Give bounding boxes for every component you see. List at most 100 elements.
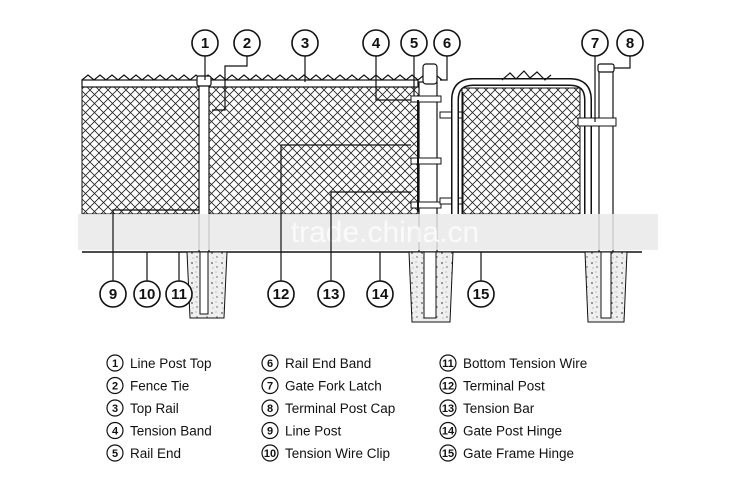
callout-number: 7 (591, 35, 599, 52)
legend-marker (261, 444, 279, 462)
callout-number: 1 (201, 35, 209, 52)
legend: 1 Line Post Top 2 Fence Tie 3 Top Rail 4 Tensio… (106, 354, 587, 462)
legend-item: 6 Rail End Band (261, 354, 371, 372)
legend-label: Fence Tie (130, 379, 189, 394)
legend-item: 9 Line Post (261, 421, 342, 440)
legend-number: 5 (112, 448, 118, 460)
callout-circle (616, 29, 644, 57)
legend-marker (106, 376, 124, 395)
callout-circle (191, 29, 219, 57)
legend-number: 1 (112, 358, 118, 370)
legend-label: Rail End (130, 446, 181, 461)
callout-circle (267, 280, 295, 308)
legend-label: Tension Bar (463, 401, 535, 416)
callout-circle (99, 280, 127, 308)
callout-14: 14 (366, 280, 394, 308)
legend-number: 14 (442, 426, 455, 438)
legend-item: 15 Gate Frame Hinge (439, 444, 574, 462)
legend-label: Line Post Top (130, 356, 212, 371)
legend-number: 10 (264, 448, 276, 460)
callout-number: 8 (626, 35, 634, 52)
legend-item: 13 Tension Bar (439, 399, 535, 417)
footings (186, 251, 628, 323)
legend-item: 14 Gate Post Hinge (439, 421, 562, 440)
legend-marker (439, 444, 457, 462)
callout-7: 7 (581, 29, 609, 57)
legend-label: Line Post (285, 424, 342, 439)
legend-marker (106, 421, 124, 440)
legend-number: 2 (112, 381, 118, 393)
legend-number: 9 (267, 426, 273, 438)
callout-number: 11 (171, 286, 187, 303)
legend-label: Gate Frame Hinge (463, 446, 574, 461)
callout-13: 13 (317, 280, 345, 308)
gate-mesh (461, 87, 581, 215)
legend-item: 7 Gate Fork Latch (261, 376, 382, 395)
legend-label: Rail End Band (285, 356, 371, 371)
legend-item: 2 Fence Tie (106, 376, 189, 395)
legend-marker (106, 354, 124, 372)
legend-number: 3 (112, 403, 118, 415)
callout-11: 11 (165, 280, 193, 308)
legend-item: 3 Top Rail (106, 399, 179, 417)
legend-label: Terminal Post (463, 379, 545, 394)
top-rail (81, 79, 419, 88)
legend-label: Gate Fork Latch (285, 379, 382, 394)
callout-8: 8 (616, 29, 644, 57)
callout-number: 12 (273, 286, 290, 303)
legend-marker (439, 354, 457, 372)
callout-circle (317, 280, 345, 308)
callout-number: 14 (372, 286, 389, 303)
callout-number: 5 (410, 35, 418, 52)
legend-number: 13 (442, 403, 454, 415)
legend-number: 6 (267, 358, 273, 370)
legend-label: Terminal Post Cap (285, 401, 395, 416)
callout-circle (581, 29, 609, 57)
leader-lines (112, 56, 631, 281)
legend-label: Gate Post Hinge (463, 424, 562, 439)
callout-10: 10 (133, 280, 161, 308)
legend-marker (261, 354, 279, 372)
legend-label: Top Rail (130, 401, 179, 416)
top-selvage (81, 74, 443, 81)
legend-number: 15 (442, 448, 454, 460)
watermark-band: trade.china.cn (78, 214, 658, 250)
main-fence-mesh (81, 83, 421, 215)
legend-label: Bottom Tension Wire (463, 356, 587, 371)
legend-marker (439, 399, 457, 417)
callout-6: 6 (433, 29, 461, 57)
legend-marker (261, 421, 279, 440)
legend-marker (261, 376, 279, 395)
watermark-text: trade.china.cn (291, 216, 479, 249)
callout-number: 15 (473, 286, 490, 303)
callout-circle (467, 280, 495, 308)
legend-marker (106, 444, 124, 462)
callout-circle (165, 280, 193, 308)
callout-9: 9 (99, 280, 127, 308)
callout-number: 3 (301, 35, 309, 52)
callout-circle (233, 29, 261, 57)
legend-marker (261, 399, 279, 417)
legend-number: 12 (442, 381, 454, 393)
callout-4: 4 (362, 29, 390, 57)
callout-number: 13 (323, 286, 340, 303)
legend-number: 4 (112, 426, 119, 438)
callout-circle (133, 280, 161, 308)
callout-circle (366, 280, 394, 308)
callout-number: 4 (372, 35, 381, 52)
callout-3: 3 (291, 29, 319, 57)
legend-marker (106, 399, 124, 417)
legend-number: 7 (267, 381, 273, 393)
callout-number: 6 (443, 35, 451, 52)
fence-fabric (81, 83, 581, 215)
callout-number: 9 (109, 286, 117, 303)
callout-number: 10 (139, 286, 156, 303)
callout-12: 12 (267, 280, 295, 308)
legend-number: 8 (267, 403, 273, 415)
callout-circle (291, 29, 319, 57)
callout-2: 2 (233, 29, 261, 57)
